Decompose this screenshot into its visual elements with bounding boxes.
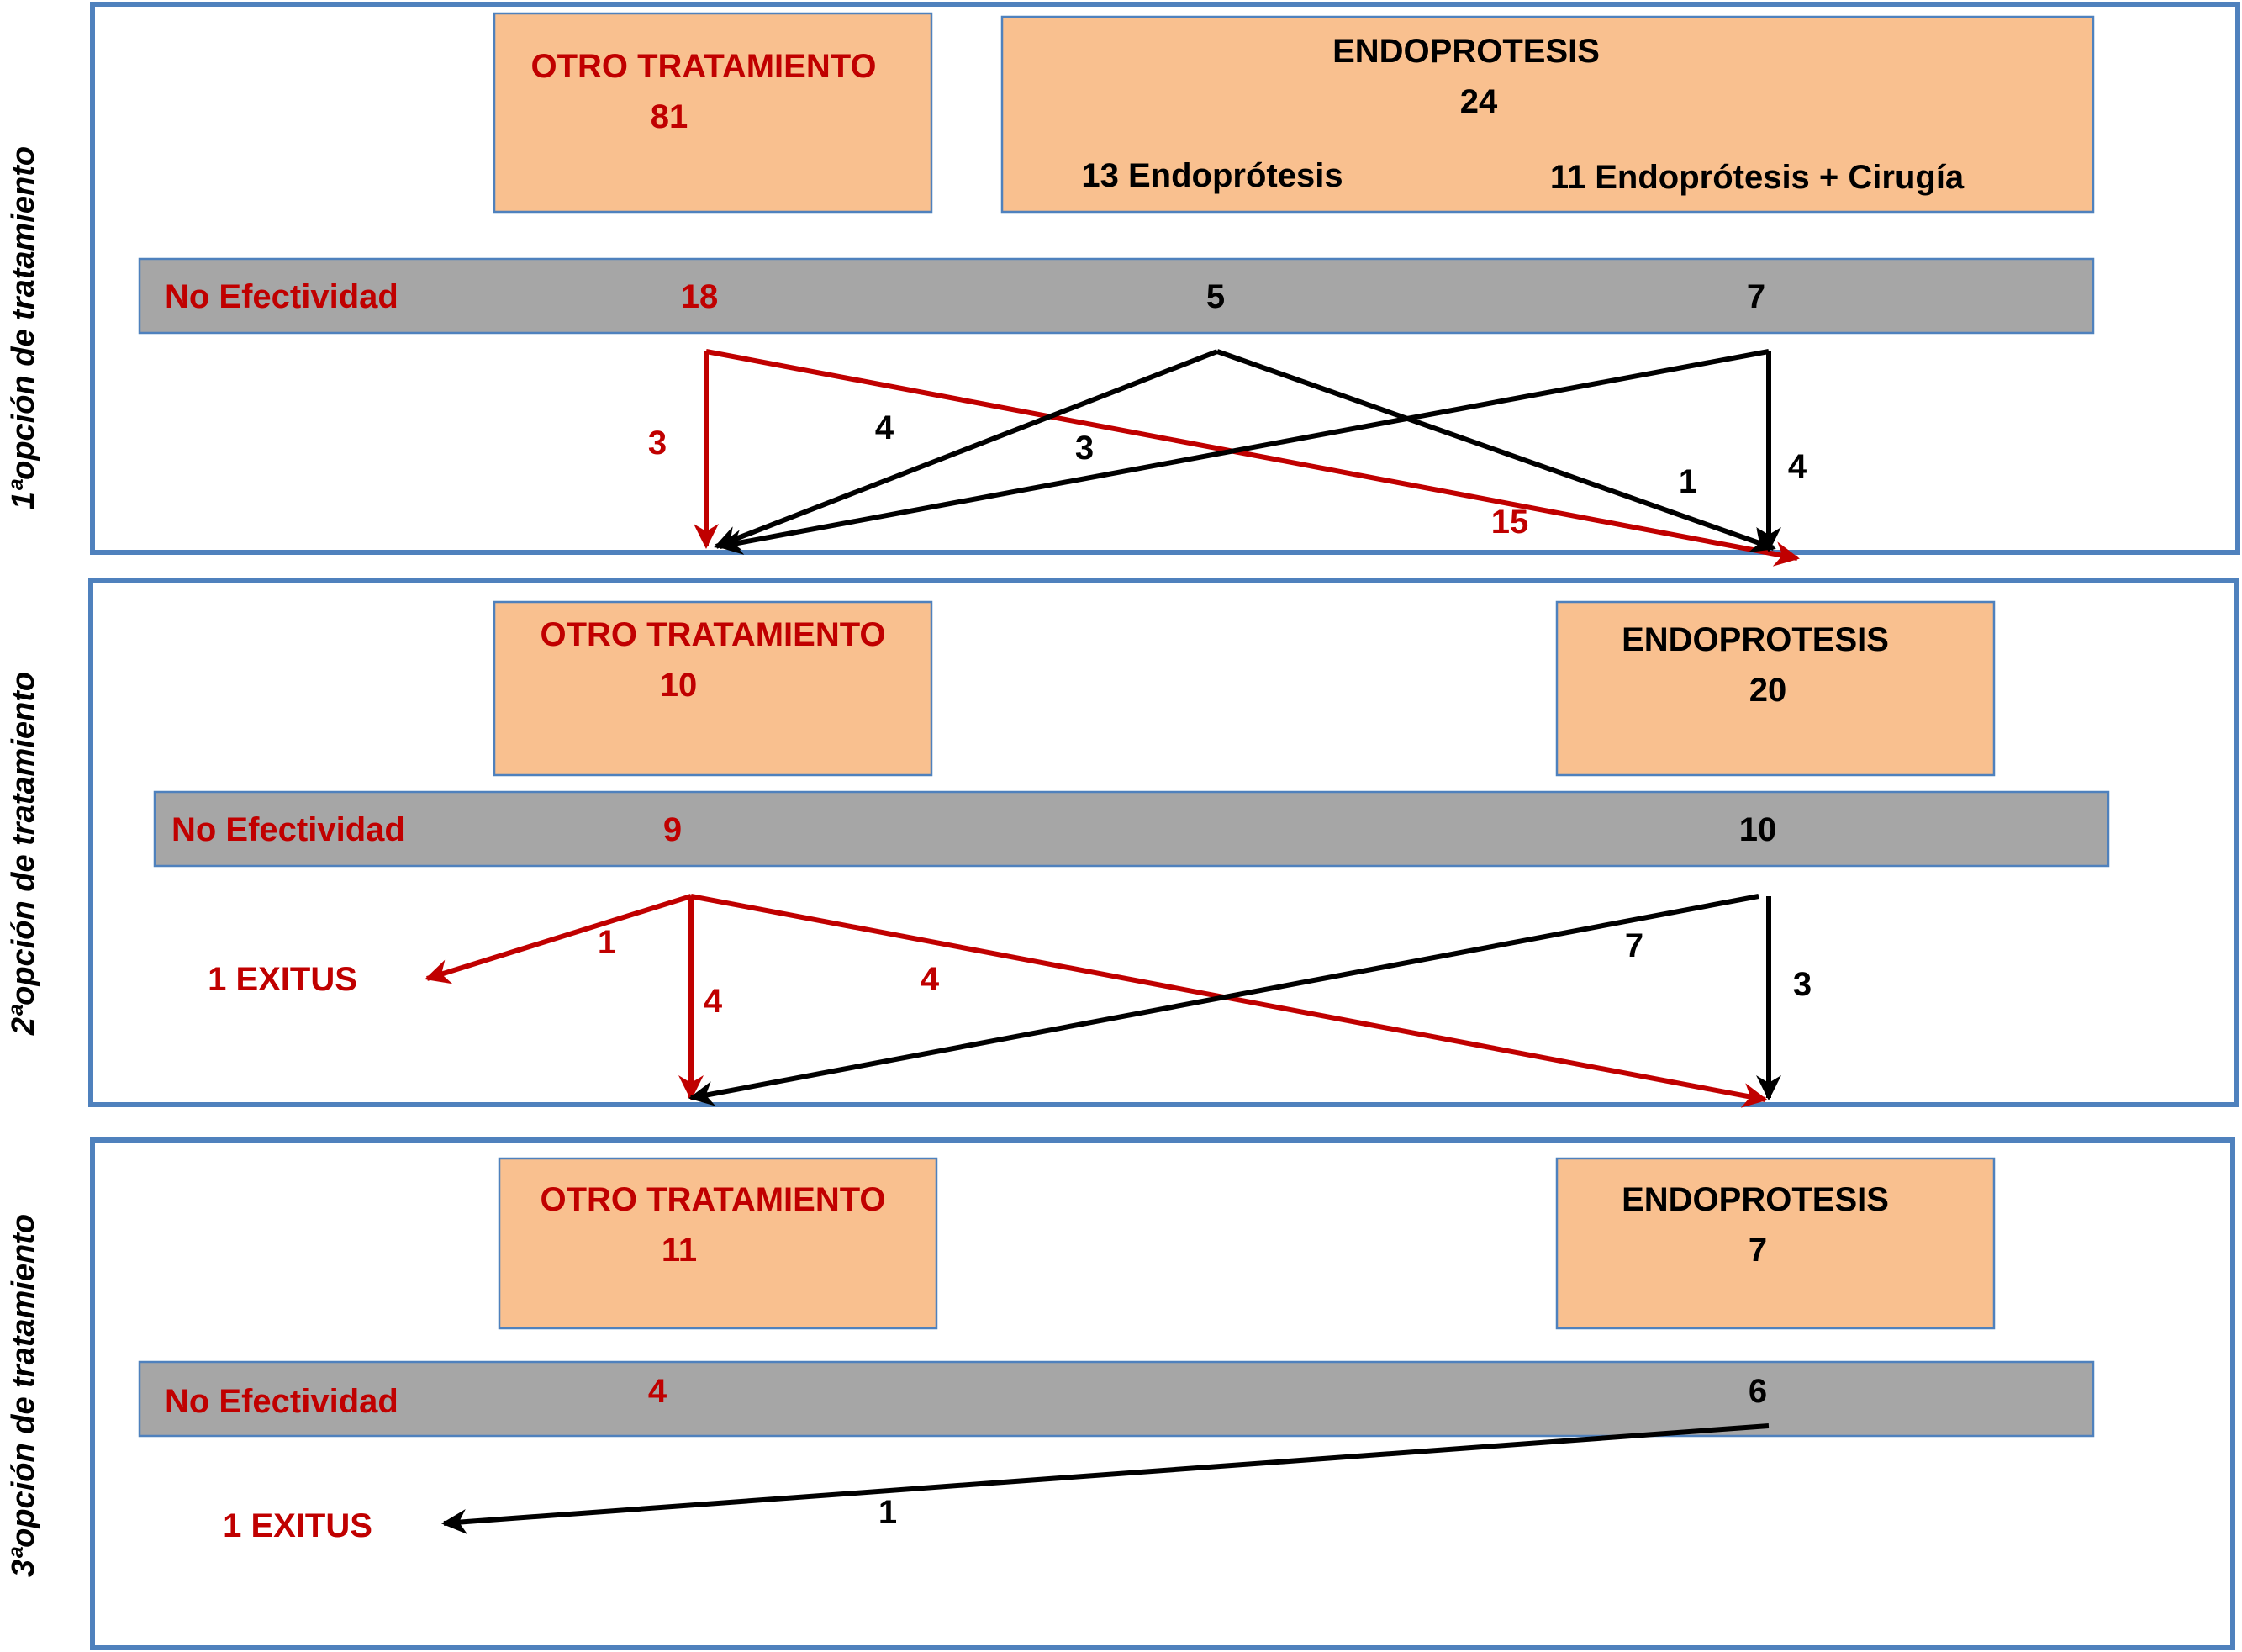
panel-1-bar-label: No Efectividad — [165, 278, 398, 315]
panel-1-arrow-endo-to-endo — [1216, 349, 1776, 553]
panel-2-flow-label: 4 — [704, 983, 723, 1020]
panel-2-otro-count: 10 — [660, 667, 698, 704]
panel-1-arrow-otro-to-endo — [705, 349, 1800, 567]
panel-2-flow-label: 3 — [1793, 966, 1812, 1003]
panel-3-otro-box — [498, 1157, 938, 1330]
panel-3-endo-count: 7 — [1749, 1232, 1767, 1269]
panel-3-bar-value-endo: 6 — [1749, 1373, 1767, 1410]
panel-1-otro-title: OTRO TRATAMIENTO — [530, 48, 876, 85]
panel-3-bar-value-otro: 4 — [648, 1373, 667, 1410]
panel-2-endo-title: ENDOPROTESIS — [1622, 621, 1889, 658]
panel-3-endo-box — [1555, 1157, 1996, 1330]
panel-3-exitus: 1 EXITUS — [223, 1507, 372, 1544]
panel-1-endo-count: 24 — [1460, 83, 1498, 120]
panel-1-endo-title: ENDOPROTESIS — [1332, 33, 1600, 70]
panel-3-no-efectividad-bar — [138, 1360, 2095, 1438]
panel-2-arrow-otro-to-exitus — [425, 894, 692, 984]
panel-2-flow-label: 1 — [598, 924, 616, 961]
panel-1-flow-label: 3 — [1075, 430, 1094, 467]
panel-3-flow-label: 1 — [878, 1494, 897, 1531]
panel-2-flow-label: 4 — [921, 961, 940, 998]
panel-2-bar-value-endo: 10 — [1739, 811, 1777, 848]
panel-3-arrow-endo-to-exitus — [441, 1423, 1770, 1534]
panel-1-otro-count: 81 — [651, 98, 688, 135]
panel-2-no-efectividad-bar — [153, 790, 2110, 868]
panel-1-bar-value-endo-cirugia: 7 — [1747, 278, 1765, 315]
panel-2-endo-count: 20 — [1749, 672, 1787, 709]
panel-2-bar-value-otro: 9 — [663, 811, 682, 848]
panel-2-exitus: 1 EXITUS — [208, 961, 357, 998]
panel-1-endo-sub-right: 11 Endoprótesis + Cirugía — [1550, 159, 1965, 196]
panel-1-endo-sub-left: 13 Endoprótesis — [1081, 157, 1343, 194]
panel-1-flow-label: 4 — [875, 409, 894, 446]
panel-1-otro-box — [493, 12, 933, 214]
panel-1-flow-label: 4 — [1788, 448, 1807, 485]
panel-3-otro-count: 11 — [662, 1232, 697, 1269]
panel-1-bar-value-otro: 18 — [681, 278, 719, 315]
panel-1-flow-label: 1 — [1679, 463, 1697, 500]
panel-1-flow-label: 3 — [648, 425, 667, 462]
panel-1: 1ªopción de tratamiento OTRO TRATAMIENTO… — [6, 2, 2240, 567]
panel-1-arrow-cirugia-to-otro — [717, 349, 1770, 555]
panel-2-otro-title: OTRO TRATAMIENTO — [540, 616, 885, 653]
panel-1-no-efectividad-bar — [138, 257, 2095, 335]
panel-2-endo-box — [1555, 600, 1996, 777]
panel-1-flow-label: 15 — [1491, 504, 1529, 541]
panel-2-side-label: 2ªopción de tratamiento — [6, 672, 41, 1036]
panel-3-otro-title: OTRO TRATAMIENTO — [540, 1181, 885, 1218]
panel-1-bar-value-endo: 5 — [1206, 278, 1225, 315]
panel-2-otro-box — [493, 600, 933, 777]
panel-2-bar-label: No Efectividad — [171, 811, 405, 848]
panel-1-side-label: 1ªopción de tratamiento — [6, 146, 41, 509]
panel-3-bar-label: No Efectividad — [165, 1383, 398, 1420]
panel-3-endo-title: ENDOPROTESIS — [1622, 1181, 1889, 1218]
panel-2-arrow-endo-to-otro — [688, 894, 1759, 1106]
panel-2-flow-label: 7 — [1625, 927, 1643, 964]
panel-1-endo-box — [1000, 15, 2095, 214]
panel-3: 3ªopción de tratamiento OTRO TRATAMIENTO… — [6, 1137, 2235, 1650]
panel-3-side-label: 3ªopción de tratamiento — [6, 1214, 41, 1577]
panel-1-arrow-endo-to-otro — [714, 349, 1219, 551]
panel-2: 2ªopción de tratamiento OTRO TRATAMIENTO… — [6, 578, 2239, 1108]
